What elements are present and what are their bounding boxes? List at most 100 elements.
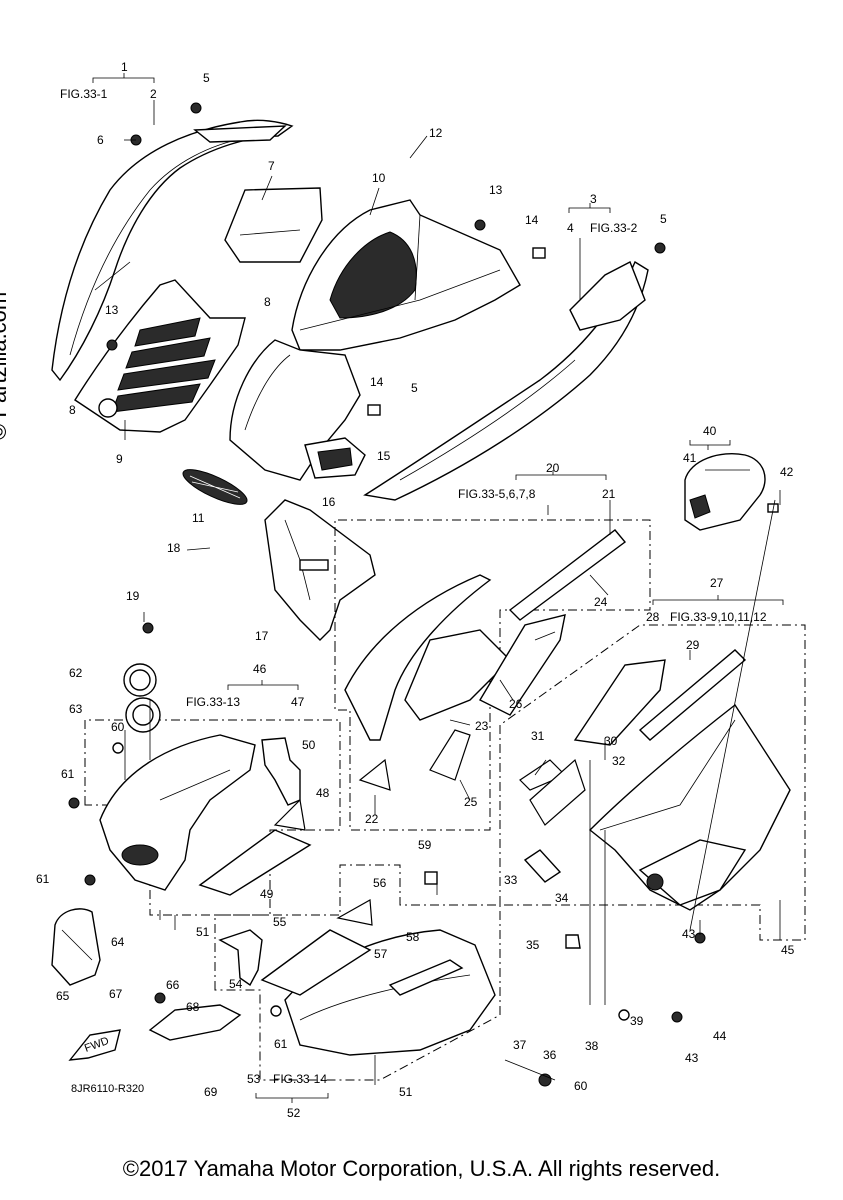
callout-58: 58	[406, 930, 420, 944]
callout-50: 50	[302, 738, 316, 752]
callout-46: 46	[253, 662, 267, 676]
callout-5c: 5	[660, 212, 667, 226]
part-50-bracket	[261, 737, 301, 806]
callout-9: 9	[116, 452, 123, 466]
callout-64: 64	[111, 935, 125, 949]
callout-65: 65	[56, 989, 70, 1003]
callout-12: 12	[429, 126, 443, 140]
part-33-bracket	[523, 849, 562, 883]
part-49-strip	[198, 829, 312, 896]
callout-42: 42	[780, 465, 794, 479]
callout-14b: 14	[370, 375, 384, 389]
callout-63: 63	[69, 702, 83, 716]
fig-ref-52: FIG.33-14	[273, 1072, 327, 1086]
part-63-gasket	[125, 697, 161, 733]
callout-16: 16	[322, 495, 336, 509]
part-21-strip	[508, 529, 627, 621]
callout-8a: 8	[264, 295, 271, 309]
callout-5b: 5	[411, 381, 418, 395]
part-23-panel	[344, 574, 511, 741]
part-4-side-panel	[363, 260, 649, 501]
callout-1: 1	[121, 60, 128, 74]
callout-28: 28	[646, 610, 660, 624]
part-47-hull	[99, 734, 256, 891]
callout-27: 27	[710, 576, 724, 590]
part-17-bracket	[264, 499, 376, 641]
callout-18: 18	[167, 541, 181, 555]
part-55-strip	[260, 929, 372, 996]
drawing-code: 8JR6110-R320	[71, 1083, 144, 1095]
callout-41: 41	[683, 451, 697, 465]
callout-56: 56	[373, 876, 387, 890]
part-32-pad	[529, 758, 586, 826]
part-2-front-cowl	[51, 119, 294, 382]
callout-5a: 5	[203, 71, 210, 85]
callout-11: 11	[192, 511, 205, 525]
callout-38: 38	[585, 1039, 599, 1053]
fig-ref-1: FIG.33-1	[60, 87, 108, 101]
callout-40: 40	[703, 424, 717, 438]
callout-29: 29	[686, 638, 700, 652]
callout-8b: 8	[69, 403, 76, 417]
callout-labels: 1 2 FIG.33-1 5 6 7 8 8 9 10 11 12 13 13 …	[36, 60, 795, 1120]
callout-57: 57	[374, 947, 388, 961]
callout-37: 37	[513, 1038, 527, 1052]
part-22-pad	[358, 758, 391, 791]
callout-60b: 60	[574, 1079, 588, 1093]
part-66-plate	[148, 1004, 242, 1041]
copyright-footer: ©2017 Yamaha Motor Corporation, U.S.A. A…	[122, 1156, 721, 1181]
callout-6: 6	[97, 133, 104, 147]
fig-ref-20: FIG.33-5,6,7,8	[458, 487, 536, 501]
callout-14a: 14	[525, 213, 539, 227]
callout-59: 59	[418, 838, 432, 852]
part-25-pad	[429, 729, 471, 781]
callout-61c: 61	[274, 1037, 288, 1051]
callout-10: 10	[372, 171, 386, 185]
callout-36: 36	[543, 1048, 557, 1062]
callout-3: 3	[590, 192, 597, 206]
callout-21: 21	[602, 487, 616, 501]
callout-15: 15	[377, 449, 391, 463]
hardware-screws	[68, 102, 779, 1087]
part-7-panel	[224, 187, 323, 263]
leader-lines	[92, 73, 784, 1103]
callout-55: 55	[273, 915, 287, 929]
part-26-window	[479, 614, 566, 716]
part-30-window	[573, 659, 666, 746]
part-11-mesh-grille	[182, 469, 248, 505]
part-29-strip	[638, 649, 747, 741]
callout-13a: 13	[489, 183, 503, 197]
center-body-panel	[229, 339, 366, 481]
part-9-vent-panel	[74, 279, 246, 433]
fwd-arrow	[68, 1029, 121, 1061]
callout-52: 52	[287, 1106, 301, 1120]
callout-67: 67	[109, 987, 123, 1001]
callout-26: 26	[509, 697, 523, 711]
callout-7: 7	[268, 159, 275, 173]
callout-43b: 43	[685, 1051, 699, 1065]
callout-34: 34	[555, 891, 569, 905]
part-65-bracket	[51, 908, 101, 986]
callout-33: 33	[504, 873, 518, 887]
callout-23: 23	[475, 719, 489, 733]
fig-ref-27: FIG.33-9,10,11,12	[670, 610, 767, 624]
callout-45: 45	[781, 943, 795, 957]
callout-69: 69	[204, 1085, 218, 1099]
fig-ref-3: FIG.33-2	[590, 221, 638, 235]
callout-44: 44	[713, 1029, 727, 1043]
callout-20: 20	[546, 461, 560, 475]
callout-60a: 60	[111, 720, 125, 734]
callout-2: 2	[150, 87, 157, 101]
callout-49: 49	[260, 887, 274, 901]
callout-4: 4	[567, 221, 574, 235]
callout-13b: 13	[105, 303, 119, 317]
group-52-outline	[214, 864, 501, 1081]
part-right-body	[588, 703, 791, 911]
callout-61b: 61	[36, 872, 50, 886]
callout-25: 25	[464, 795, 478, 809]
part-62-gasket	[123, 663, 157, 697]
callout-51b: 51	[399, 1085, 413, 1099]
callout-19: 19	[126, 589, 140, 603]
callout-43a: 43	[682, 927, 696, 941]
